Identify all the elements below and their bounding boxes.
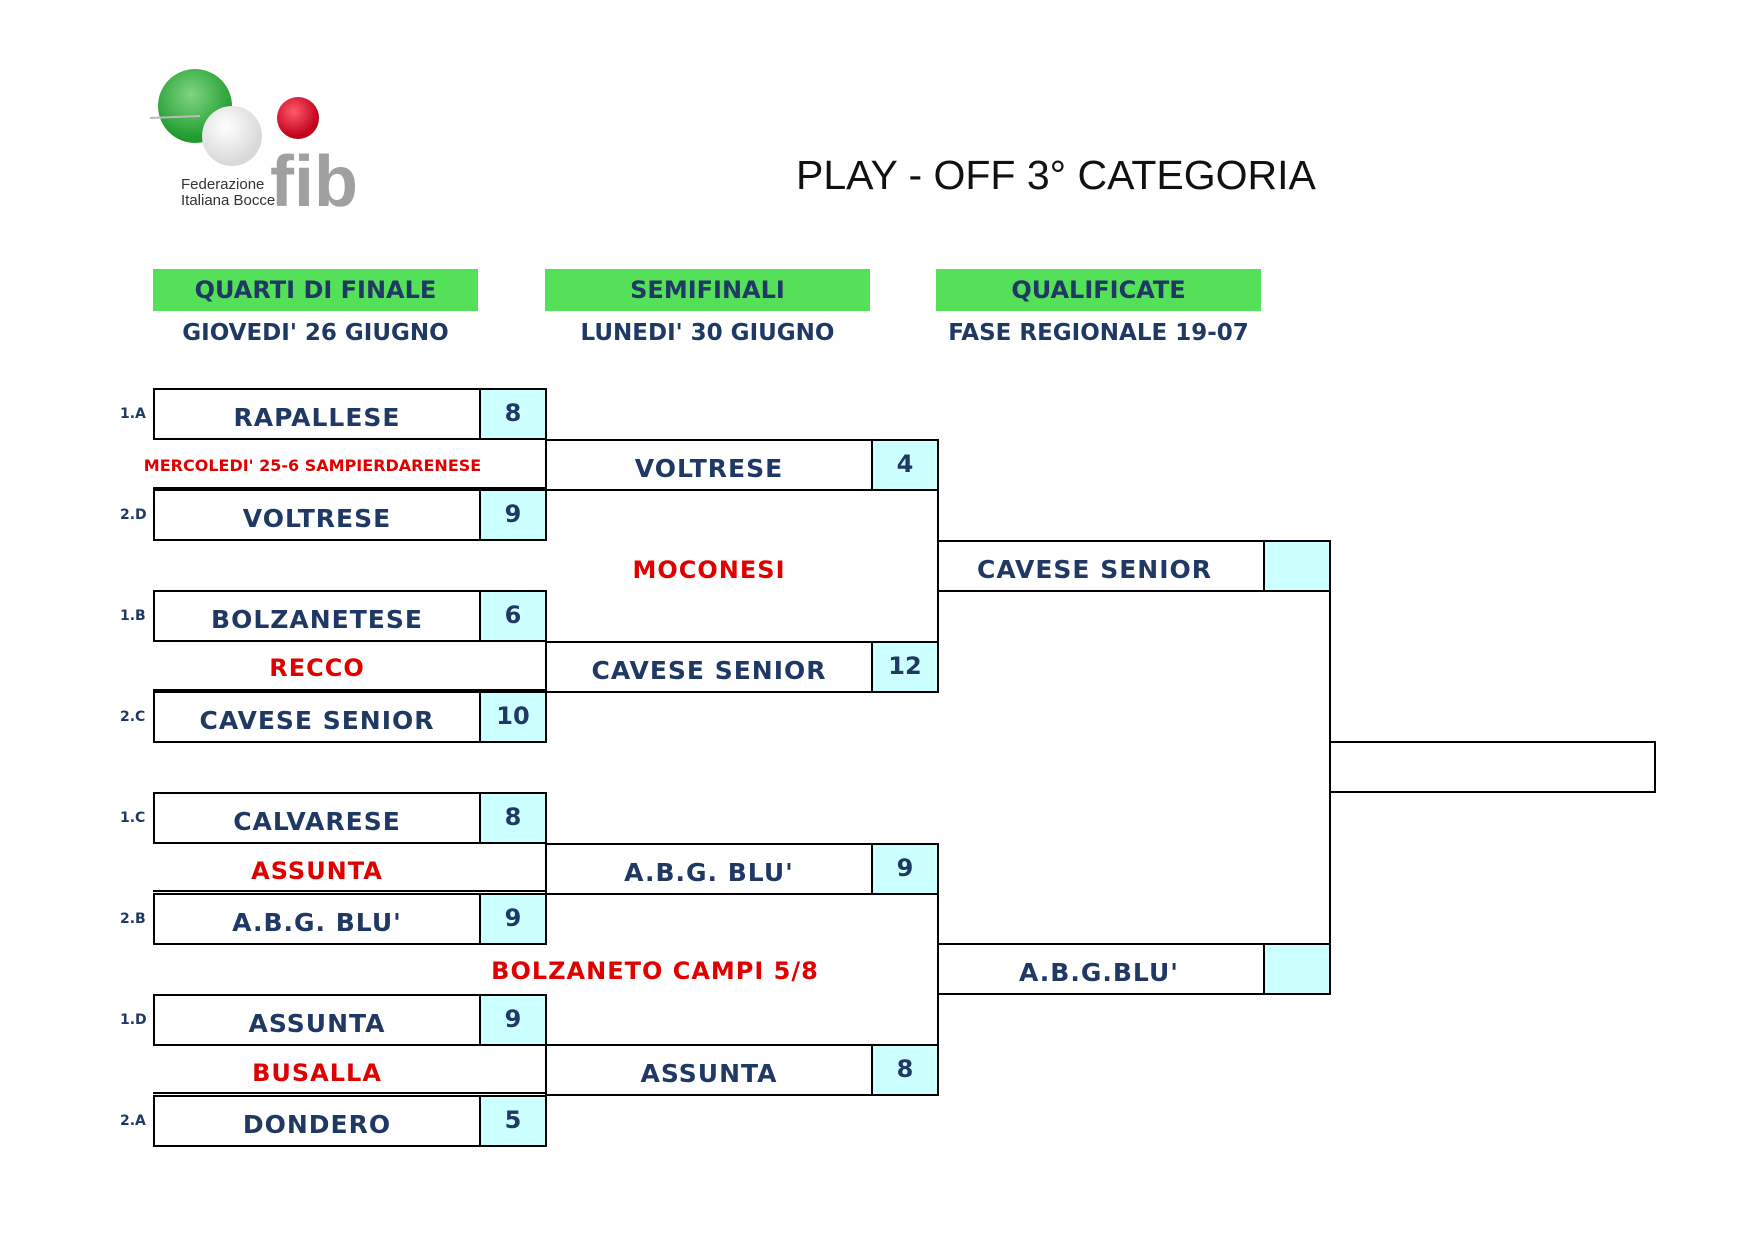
page-title: PLAY - OFF 3° CATEGORIA: [796, 152, 1316, 198]
seed-label: 1.B: [120, 608, 146, 624]
seed-label: 2.B: [120, 911, 146, 927]
svg-text:fib: fib: [270, 142, 358, 216]
fib-logo-icon: fib: [149, 69, 358, 222]
divider: [153, 689, 547, 691]
qualified-score: [1263, 540, 1331, 592]
qf-score: 9: [479, 994, 547, 1046]
sf-score: 12: [871, 641, 939, 693]
date-semifinals: LUNEDI' 30 GIUGNO: [580, 320, 835, 346]
sf-team: ASSUNTA: [545, 1044, 873, 1096]
qf-score: 9: [479, 489, 547, 541]
qf-venue: MERCOLEDI' 25-6 SAMPIERDARENESE: [143, 456, 482, 475]
qf-team: BOLZANETESE: [153, 590, 481, 642]
qualified-team: CAVESE SENIOR: [937, 540, 1265, 592]
final-team: [1329, 741, 1656, 793]
sf-team: VOLTRESE: [545, 439, 873, 491]
seed-label: 2.D: [120, 507, 147, 523]
header-semifinals: SEMIFINALI: [545, 269, 870, 311]
qf-team: CAVESE SENIOR: [153, 691, 481, 743]
qf-team: VOLTRESE: [153, 489, 481, 541]
qualified-team: A.B.G.BLU': [937, 943, 1265, 995]
qf-team: ASSUNTA: [153, 994, 481, 1046]
sf-team: CAVESE SENIOR: [545, 641, 873, 693]
seed-label: 2.A: [120, 1113, 146, 1129]
seed-label: 1.A: [120, 406, 146, 422]
qf-team: CALVARESE: [153, 792, 481, 844]
divider: [153, 890, 547, 892]
qualified-score: [1263, 943, 1331, 995]
qf-venue: ASSUNTA: [251, 857, 383, 885]
seed-label: 1.C: [120, 810, 146, 826]
qf-score: 8: [479, 792, 547, 844]
sf-venue: MOCONESI: [632, 556, 786, 584]
header-qualified: QUALIFICATE: [936, 269, 1261, 311]
date-quarterfinals: GIOVEDI' 26 GIUGNO: [182, 320, 449, 346]
divider: [153, 487, 547, 489]
qf-score: 9: [479, 893, 547, 945]
date-qualified: FASE REGIONALE 19-07: [948, 320, 1249, 346]
qf-team: DONDERO: [153, 1095, 481, 1147]
logo-line1: Federazione: [181, 176, 265, 193]
sf-venue: BOLZANETO CAMPI 5/8: [491, 957, 819, 985]
qf-score: 6: [479, 590, 547, 642]
sf-score: 9: [871, 843, 939, 895]
seed-label: 2.C: [120, 709, 146, 725]
header-quarterfinals: QUARTI DI FINALE: [153, 269, 478, 311]
logo-line2: Italiana Bocce: [181, 192, 276, 209]
seed-label: 1.D: [120, 1012, 147, 1028]
qf-team: A.B.G. BLU': [153, 893, 481, 945]
divider: [153, 1092, 547, 1094]
qf-score: 8: [479, 388, 547, 440]
sf-team: A.B.G. BLU': [545, 843, 873, 895]
qf-score: 10: [479, 691, 547, 743]
qf-venue: BUSALLA: [252, 1059, 382, 1087]
qf-score: 5: [479, 1095, 547, 1147]
sf-score: 4: [871, 439, 939, 491]
qf-team: RAPALLESE: [153, 388, 481, 440]
sf-score: 8: [871, 1044, 939, 1096]
qf-venue: RECCO: [269, 654, 365, 682]
fib-logo: fib: [149, 66, 380, 222]
